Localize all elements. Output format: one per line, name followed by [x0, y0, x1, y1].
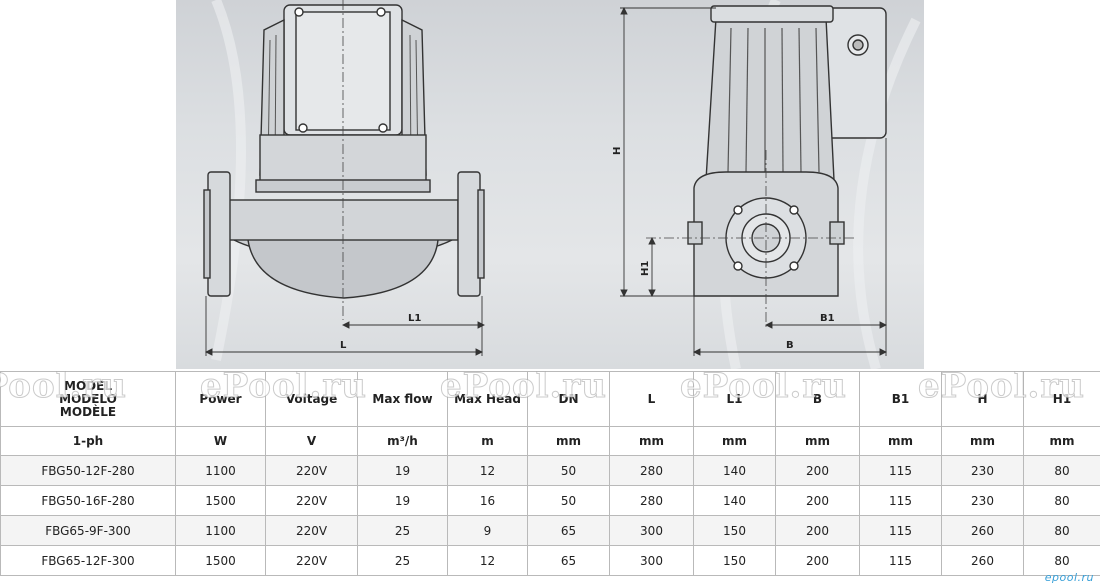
unit-cell: mm: [1023, 426, 1100, 456]
table-cell: 115: [859, 455, 942, 486]
table-cell: 25: [357, 515, 448, 546]
unit-cell: mm: [693, 426, 776, 456]
model-header-cell: MODEL MODELO MODÈLE: [0, 371, 176, 427]
unit-cell: m: [447, 426, 528, 456]
table-row: FBG65-9F-300 1100 220V 25 9 65 300 150 2…: [0, 515, 1100, 546]
dim-label-l: L: [340, 340, 347, 351]
col-header-l: L: [609, 371, 694, 427]
model-cell: FBG50-16F-280: [0, 485, 176, 516]
table-cell: 1100: [175, 515, 266, 546]
units-row: 1-ph W V m³/h m mm mm mm mm mm mm mm: [0, 426, 1100, 456]
unit-cell: mm: [527, 426, 610, 456]
model-header-en: MODEL: [64, 378, 112, 393]
unit-cell: mm: [941, 426, 1024, 456]
dim-label-b1: B1: [820, 313, 835, 324]
table-cell: 140: [693, 485, 776, 516]
table-cell: 220V: [265, 485, 358, 516]
units-label-cell: 1-ph: [0, 426, 176, 456]
model-header-es: MODELO: [59, 391, 117, 406]
table-cell: 150: [693, 515, 776, 546]
col-header-l1: L1: [693, 371, 776, 427]
dim-label-h: H: [612, 147, 623, 155]
col-header-dn: DN: [527, 371, 610, 427]
table-cell: 115: [859, 545, 942, 576]
table-cell: 260: [941, 515, 1024, 546]
table-cell: 300: [609, 515, 694, 546]
table-cell: 80: [1023, 515, 1100, 546]
table-row: FBG65-12F-300 1500 220V 25 12 65 300 150…: [0, 545, 1100, 576]
unit-cell: V: [265, 426, 358, 456]
corner-logo: epool.ru: [1044, 571, 1094, 584]
table-cell: 220V: [265, 545, 358, 576]
model-cell: FBG65-9F-300: [0, 515, 176, 546]
dim-label-b: B: [786, 340, 794, 351]
table-cell: 140: [693, 455, 776, 486]
col-header-h1: H1: [1023, 371, 1100, 427]
table-cell: 80: [1023, 455, 1100, 486]
dim-label-h1: H1: [640, 261, 651, 276]
unit-cell: mm: [609, 426, 694, 456]
table-cell: 115: [859, 515, 942, 546]
table-cell: 65: [527, 545, 610, 576]
table-cell: 19: [357, 485, 448, 516]
model-cell: FBG65-12F-300: [0, 545, 176, 576]
unit-cell: m³/h: [357, 426, 448, 456]
col-header-power: Power: [175, 371, 266, 427]
table-cell: 200: [775, 545, 860, 576]
pump-side-view: [203, 0, 485, 320]
table-cell: 1100: [175, 455, 266, 486]
table-cell: 80: [1023, 485, 1100, 516]
col-header-b1: B1: [859, 371, 942, 427]
table-cell: 1500: [175, 545, 266, 576]
table-cell: 16: [447, 485, 528, 516]
col-header-voltage: Voltage: [265, 371, 358, 427]
side-dimensions: [204, 296, 486, 356]
col-header-b: B: [775, 371, 860, 427]
unit-cell: W: [175, 426, 266, 456]
unit-cell: mm: [775, 426, 860, 456]
dim-label-l1: L1: [408, 313, 421, 324]
model-cell: FBG50-12F-280: [0, 455, 176, 486]
pump-drawing-svg: L1 L: [203, 0, 921, 369]
table-cell: 50: [527, 485, 610, 516]
table-cell: 19: [357, 455, 448, 486]
table-cell: 280: [609, 455, 694, 486]
table-cell: 50: [527, 455, 610, 486]
table-cell: 230: [941, 455, 1024, 486]
table-cell: 65: [527, 515, 610, 546]
col-header-max-flow: Max flow: [357, 371, 448, 427]
model-header-fr: MODÈLE: [59, 404, 117, 419]
table-cell: 300: [609, 545, 694, 576]
table-row: FBG50-16F-280 1500 220V 19 16 50 280 140…: [0, 485, 1100, 516]
table-cell: 1500: [175, 485, 266, 516]
unit-cell: mm: [859, 426, 942, 456]
table-cell: 12: [447, 455, 528, 486]
col-header-h: H: [941, 371, 1024, 427]
spec-table: MODEL MODELO MODÈLE Power Voltage Max fl…: [0, 371, 1100, 576]
table-row: FBG50-12F-280 1100 220V 19 12 50 280 140…: [0, 455, 1100, 486]
table-cell: 220V: [265, 515, 358, 546]
table-cell: 25: [357, 545, 448, 576]
pump-front-view: [646, 5, 887, 330]
technical-drawing: L1 L: [176, 0, 924, 369]
table-cell: 260: [941, 545, 1024, 576]
table-cell: 230: [941, 485, 1024, 516]
table-cell: 115: [859, 485, 942, 516]
table-cell: 280: [609, 485, 694, 516]
table-cell: 220V: [265, 455, 358, 486]
table-cell: 200: [775, 485, 860, 516]
table-cell: 150: [693, 545, 776, 576]
col-header-max-head: Max Head: [447, 371, 528, 427]
table-cell: 9: [447, 515, 528, 546]
front-dimensions: [620, 6, 888, 356]
table-cell: 12: [447, 545, 528, 576]
header-row: MODEL MODELO MODÈLE Power Voltage Max fl…: [0, 371, 1100, 427]
table-cell: 200: [775, 455, 860, 486]
table-cell: 200: [775, 515, 860, 546]
table-cell: 80: [1023, 545, 1100, 576]
